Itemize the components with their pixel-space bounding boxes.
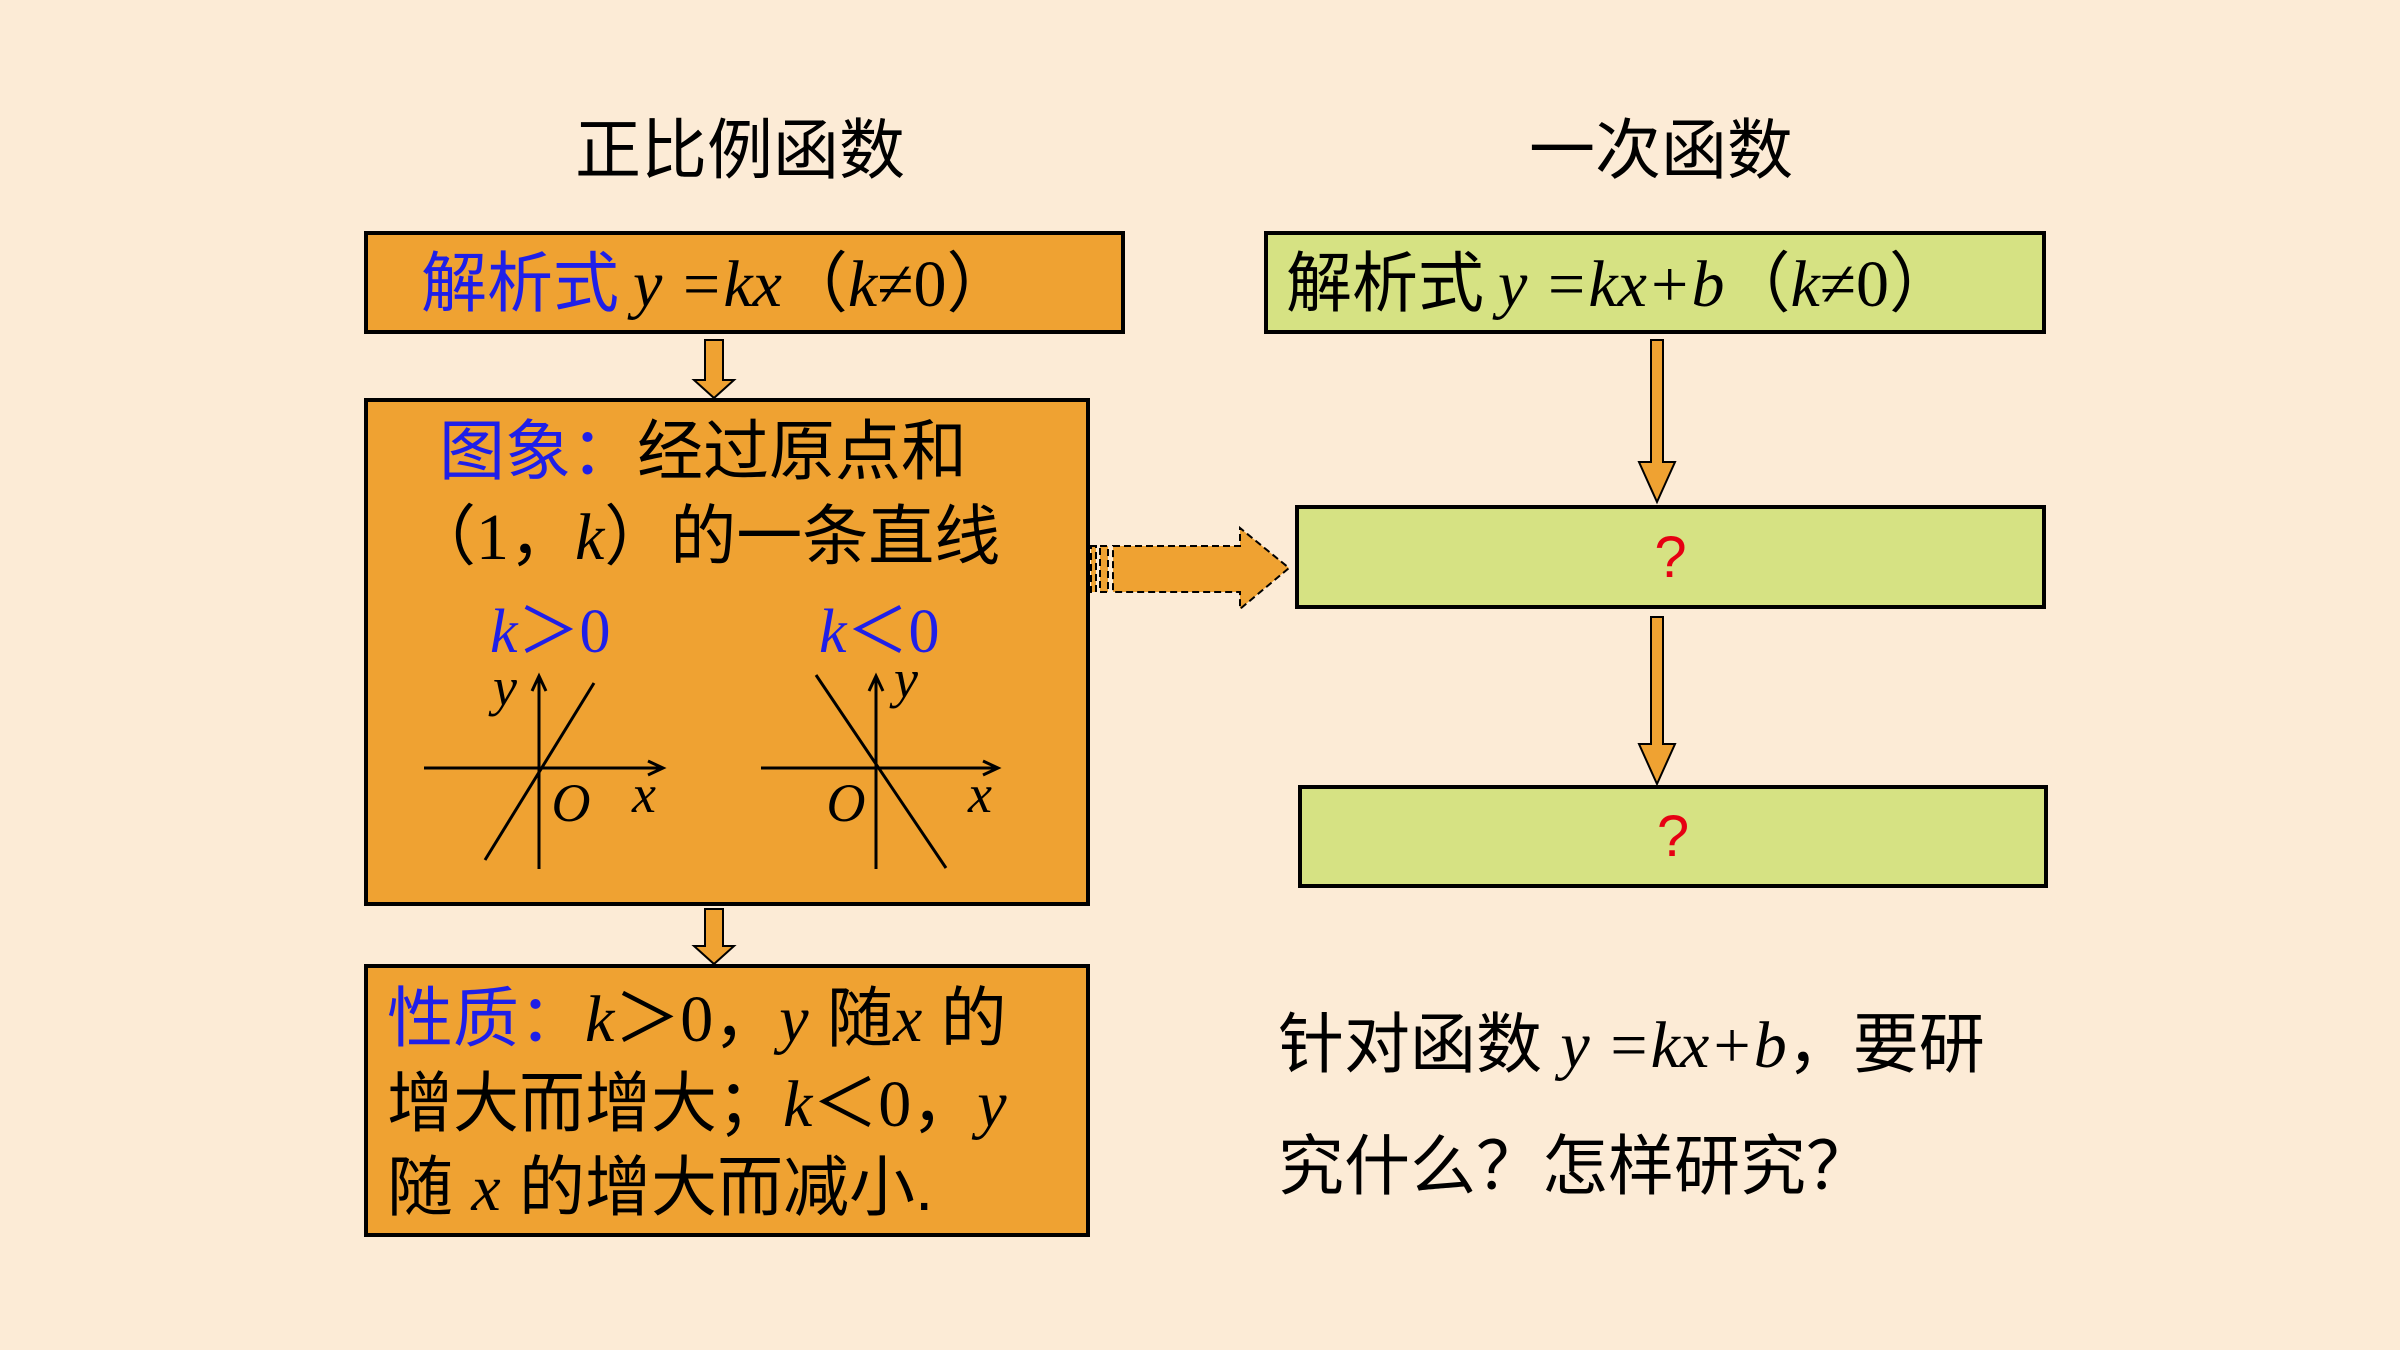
property-line3: 随 x 的增大而减小. [387,1145,933,1231]
graph-desc-line1: 图象： 经过原点和 [439,409,967,493]
property-seg: ＜0， [812,1068,978,1141]
property-seg: 增大而增大； [387,1066,783,1140]
down-arrow-icon [1637,616,1677,787]
left-graph-box: 图象： 经过原点和 （ 1 ， k ）的一条直线 [364,398,1090,906]
property-seg: 随 [808,981,893,1055]
formula-expression: y =kx+b [1498,248,1725,321]
graph-desc-text: 经过原点和 [637,414,967,488]
property-seg: k [783,1068,813,1141]
condition-var: k [490,598,518,666]
formula-condition-var: k [1790,248,1820,321]
graph-desc-seg: ）的一条直线 [604,499,1001,573]
condition-k-positive: k ＞0 [490,592,611,672]
formula-label: 解析式 [421,246,619,320]
property-line2: 增大而增大； k ＜0， y [387,1061,1007,1147]
question-line1: 针对函数 y =kx+b ，要研 [1278,983,1985,1107]
formula-paren-open: （ [1724,246,1791,320]
property-seg: k [585,983,615,1056]
graph-desc-line2: （ 1 ， k ）的一条直线 [410,494,1000,580]
question-mark: ? [1656,804,1690,869]
left-formula-box: 解析式 y =kx （ k ≠0 ） [364,231,1125,334]
left-formula-text: 解析式 y =kx （ k ≠0 ） [421,241,1012,327]
left-property-box: 性质： k ＞0， y 随 x 的 增大而增大； k ＜0， y 随 x 的增大… [364,964,1090,1237]
formula-paren-close: ） [946,246,1013,320]
dashed-right-arrow-icon [1090,525,1291,612]
right-column-title: 一次函数 [1529,113,1793,187]
down-arrow-icon [691,908,737,966]
formula-paren-open: （ [781,246,848,320]
property-seg: x [471,1152,501,1225]
graph-desc-seg: （ [410,499,476,573]
formula-condition-rest: ≠0 [1819,248,1889,321]
question-mark: ? [1654,524,1687,590]
property-seg: 随 [387,1150,472,1224]
formula-label: 解析式 [1286,246,1484,320]
unknown-box-graph: ? [1295,505,2046,609]
property-seg: 的 [922,981,1007,1055]
unknown-box-property: ? [1298,785,2048,888]
question-expression: y =kx+b [1560,1009,1787,1082]
property-seg: y [977,1068,1007,1141]
property-seg: ＞0， [614,983,780,1056]
graph-label: 图象： [439,414,637,488]
property-line1: 性质： k ＞0， y 随 x 的 [387,976,1007,1062]
question-seg: ，要研 [1786,1007,1985,1081]
down-arrow-icon [1637,339,1677,505]
property-label: 性质： [387,981,585,1055]
right-formula-text: 解析式 y =kx+b （ k ≠0 ） [1286,241,1955,327]
property-seg: x [892,983,923,1056]
condition-rest: ＜0 [846,598,940,666]
condition-var: k [819,598,847,666]
question-seg: 针对函数 [1278,1007,1561,1081]
formula-paren-close: ） [1889,246,1955,320]
question-seg: 究什么？怎样研究？ [1278,1129,1872,1203]
condition-rest: ＞0 [517,598,611,666]
formula-condition-rest: ≠0 [877,248,947,321]
question-line2: 究什么？怎样研究？ [1278,1105,1872,1227]
right-formula-box: 解析式 y =kx+b （ k ≠0 ） [1264,231,2046,334]
property-seg: 的增大而减小. [500,1150,934,1224]
left-column-title: 正比例函数 [575,113,905,187]
condition-k-negative: k ＜0 [819,592,940,672]
formula-expression: y =kx [633,248,782,321]
graph-desc-seg: ， [509,499,575,573]
formula-condition-var: k [847,248,878,321]
graph-desc-seg: 1 [476,501,509,574]
graph-desc-seg: k [575,501,605,574]
property-seg: y [779,983,809,1056]
down-arrow-icon [691,339,737,400]
